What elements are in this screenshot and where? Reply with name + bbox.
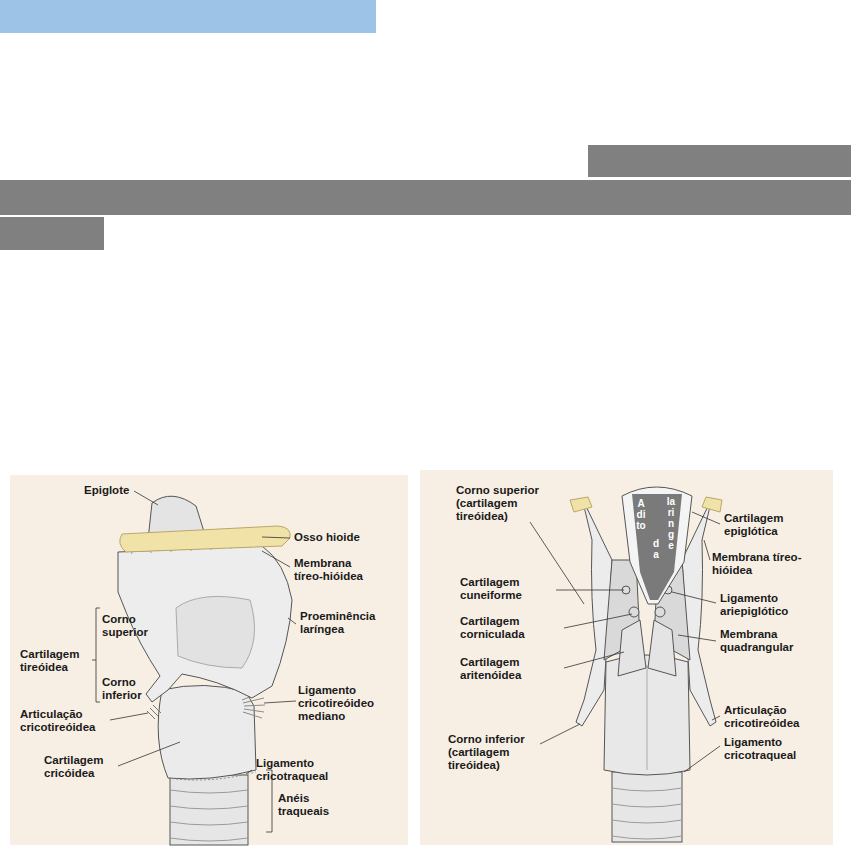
part-label: Cartilagem corniculada (460, 615, 564, 641)
aditus-label: Adito (636, 498, 646, 531)
part-label: Membrana quadrangular (720, 628, 820, 654)
part-label: Corno superior (102, 613, 156, 639)
part-label: Ligamento cricotireóideo mediano (298, 684, 402, 724)
aditus-label: da (651, 538, 661, 560)
part-label: Ligamento cricotraqueal (256, 757, 342, 783)
highlight-bar (0, 217, 104, 250)
part-label: Articulação cricotireóidea (20, 708, 108, 734)
part-label: Anéis traqueais (278, 792, 342, 818)
highlight-bar (0, 180, 851, 215)
part-label: Corno superior (cartilagem tireóidea) (456, 484, 552, 524)
lateral-larynx (118, 496, 292, 845)
part-label: Articulação cricotireóidea (724, 704, 824, 730)
aditus-label: laringe (666, 496, 676, 551)
part-label: Corno inferior (102, 676, 156, 702)
part-label: Cartilagem cuneiforme (460, 576, 554, 602)
leader-line (530, 512, 720, 772)
part-label: Ligamento cricotraqueal (724, 736, 824, 762)
part-label: Cartilagem tireóidea (20, 648, 92, 674)
part-label: Membrana tíreo-hióidea (712, 551, 812, 577)
part-label: Epiglote (84, 484, 144, 497)
header-bar (0, 0, 376, 33)
part-label: Membrana tíreo-hióidea (294, 557, 378, 583)
part-label: Osso hioide (294, 531, 394, 544)
highlight-bar (588, 145, 851, 177)
part-label: Corno inferior (cartilagem tireóidea) (448, 733, 540, 773)
posterior-larynx (570, 487, 722, 842)
part-label: Cartilagem aritenóidea (460, 656, 564, 682)
part-label: Cartilagem cricóidea (44, 754, 118, 780)
part-label: Proeminência laríngea (300, 610, 390, 636)
part-label: Ligamento ariepiglótico (720, 592, 820, 618)
figure-panel (420, 470, 833, 845)
part-label: Cartilagem epiglótica (724, 512, 814, 538)
figure-panel (10, 475, 408, 845)
